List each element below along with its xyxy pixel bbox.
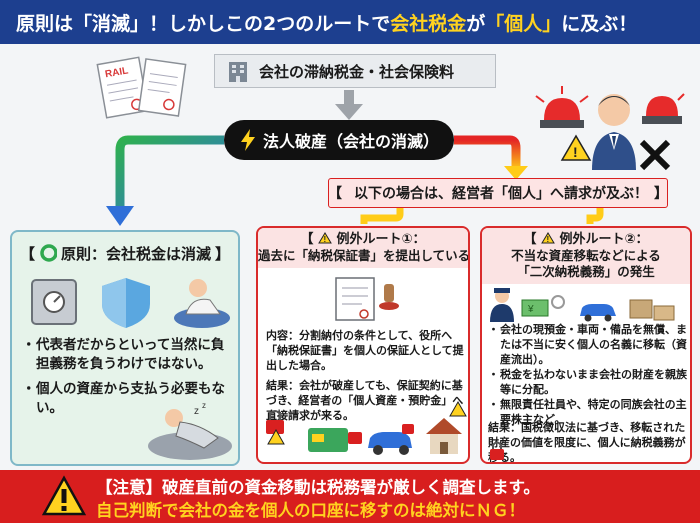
personal-claim-bar: 【 以下の場合は、経営者「個人」へ請求が及ぶ！ 】 bbox=[328, 178, 668, 208]
personal-claim-label: 以下の場合は、経営者「個人」へ請求が及ぶ！ bbox=[354, 186, 648, 202]
route-2-result: 結果：国税徴収法に基づき、移転された財産の価値を限度に、個人に納税義務が移る。 bbox=[488, 421, 686, 464]
route-2-bullet: ・無限責任社員や、特定の同族会社の主要株主など。 bbox=[488, 398, 687, 426]
route-2-bullets: ・会社の現預金・車両・備品を無償、または不当に安く個人の名義に移転（資産流出）。… bbox=[488, 322, 690, 427]
warning-icon: ! bbox=[318, 232, 332, 244]
tax-debt-box: 会社の滞納税金・社会保険料 bbox=[214, 54, 496, 88]
asset-transfer-illustration: ¥ bbox=[490, 288, 675, 322]
route-1-heading-2: 過去に「納税保証書」を提出している bbox=[258, 248, 470, 263]
paper-text: RAIL bbox=[104, 65, 129, 80]
exception-route-1-panel: 【 ! 例外ルート①： 過去に「納税保証書」を提出している 内容：分割納付の条件… bbox=[256, 226, 470, 464]
exception-route-2-panel: 【 ! 例外ルート②： 不当な資産移転などによる 「二次納税義務」の発生 ¥ ・… bbox=[480, 226, 692, 464]
principle-bullet: ・個人の資産から支払う必要もない。 bbox=[22, 381, 225, 416]
route-2-heading-1: 例外ルート②： bbox=[559, 232, 649, 247]
flow-arrows bbox=[106, 135, 604, 226]
route-2-bullet: ・会社の現預金・車両・備品を無償、または不当に安く個人の名義に移転（資産流出）。 bbox=[488, 323, 687, 366]
tax-debt-label: 会社の滞納税金・社会保険料 bbox=[259, 62, 455, 81]
page-header: 原則は「消滅」！しかしこの2つのルートで会社税金が「個人」に及ぶ！ bbox=[0, 0, 700, 44]
route-1-result: 結果：会社が破産しても、保証契約に基づき、経営者の「個人資産・預貯金」へ直接請求… bbox=[266, 379, 464, 422]
svg-text:!: ! bbox=[546, 235, 549, 244]
worried-manager-illustration: ! bbox=[535, 86, 685, 171]
route-2-heading-3: 「二次納税義務」の発生 bbox=[517, 264, 655, 279]
svg-text:¥: ¥ bbox=[527, 304, 534, 315]
header-highlight-1: 会社税金 bbox=[390, 12, 467, 35]
header-text-3: に及ぶ！ bbox=[561, 12, 638, 35]
lightning-icon bbox=[240, 129, 255, 151]
header-text-2: が bbox=[466, 12, 486, 35]
header-highlight-2: 「個人」 bbox=[485, 12, 562, 35]
svg-text:z: z bbox=[194, 406, 199, 417]
down-arrow-icon bbox=[335, 90, 363, 120]
warning-icon: ! bbox=[541, 232, 555, 244]
principle-icons bbox=[31, 278, 230, 328]
svg-text:z: z bbox=[202, 401, 206, 410]
route-2-header: 【 ! 例外ルート②： 不当な資産移転などによる 「二次納税義務」の発生 bbox=[482, 228, 690, 284]
guarantee-document-illustration bbox=[335, 277, 399, 321]
warning-line-1: 【注意】破産直前の資金移動は税務署が厳しく調査します。 bbox=[96, 478, 540, 497]
route-2-bullet: ・税金を払わないまま会社の財産を親族等に分配。 bbox=[488, 368, 687, 396]
principle-bullets: ・代表者だからといって当然に負担義務を負うわけではない。 ・個人の資産から支払う… bbox=[22, 336, 236, 418]
warning-line-2: 自己判断で会社の金を個人の口座に移すのは絶対にＮＧ！ bbox=[96, 501, 525, 520]
principle-title-text: 原則：会社税金は消滅 bbox=[60, 244, 211, 263]
principle-panel: 【 原則：会社税金は消滅 】 ・代表者だからといって当然に負担義務を負うわけでは… bbox=[10, 230, 240, 466]
building-icon bbox=[229, 62, 247, 82]
bankruptcy-bar: 法人破産（会社の消滅） bbox=[224, 120, 454, 160]
route-1-content: 内容：分割納付の条件として、役所へ「納税保証書」を個人の保証人として提出した場合… bbox=[266, 329, 464, 372]
svg-text:!: ! bbox=[323, 235, 326, 244]
svg-text:!: ! bbox=[573, 144, 578, 160]
bankruptcy-label: 法人破産（会社の消滅） bbox=[262, 132, 439, 151]
green-circle-icon bbox=[40, 244, 57, 262]
route-2-heading-2: 不当な資産移転などによる bbox=[511, 248, 661, 263]
route-1-heading-1: 例外ルート①： bbox=[336, 232, 426, 247]
personal-assets-illustration bbox=[266, 400, 467, 455]
lock-icon bbox=[490, 441, 504, 460]
principle-title: 【 原則：会社税金は消滅 】 bbox=[20, 244, 230, 263]
tax-papers-illustration: RAIL bbox=[96, 56, 187, 119]
relaxing-person-illustration: z z bbox=[148, 401, 232, 460]
principle-bullet: ・代表者だからといって当然に負担義務を負うわけではない。 bbox=[22, 337, 225, 372]
warning-icon bbox=[41, 475, 87, 516]
bottom-warning-banner bbox=[0, 470, 700, 523]
route-1-header: 【 ! 例外ルート①： 過去に「納税保証書」を提出している bbox=[258, 228, 468, 268]
header-text-1: 原則は「消滅」！しかしこの2つのルートで bbox=[16, 12, 391, 35]
